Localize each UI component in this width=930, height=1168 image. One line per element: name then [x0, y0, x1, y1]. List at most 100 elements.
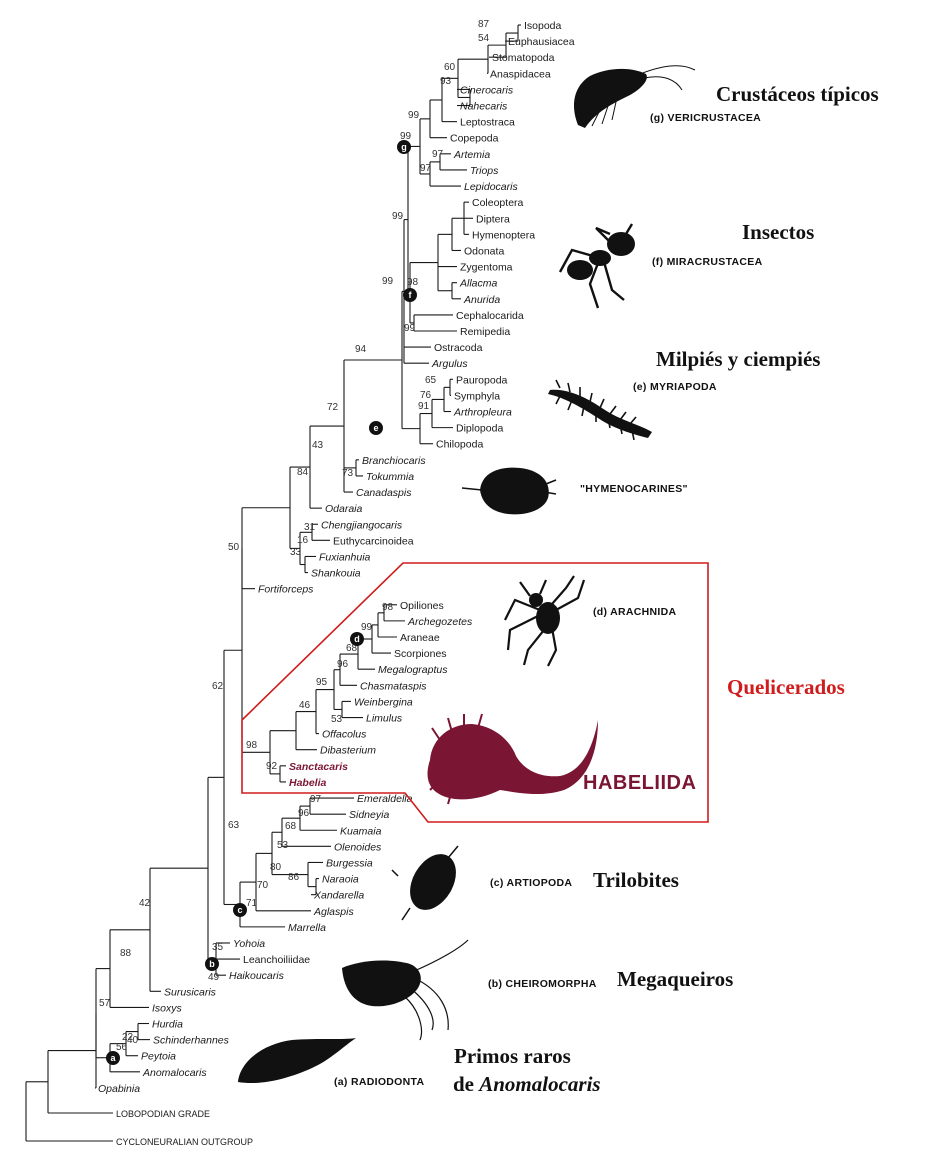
tip-label: Nahecaris [460, 101, 508, 113]
support-value: 92 [266, 761, 278, 772]
tip-label: Canadaspis [356, 487, 412, 499]
support-value: 63 [228, 820, 240, 831]
tip-label: Peytoia [141, 1051, 176, 1063]
support-value: 94 [355, 344, 367, 355]
group-label-arachnida: (d) ARACHNIDA [593, 606, 677, 618]
tree-branches [25, 24, 521, 1142]
hymenocarine-silhouette-icon [461, 467, 557, 515]
tip-label: Branchiocaris [362, 455, 426, 467]
tip-label: Kuamaia [340, 825, 382, 837]
tip-label: Pauropoda [456, 374, 508, 386]
node-marker-f [403, 288, 417, 302]
tip-label: Aglaspis [313, 906, 354, 918]
tip-label: Euthycarcinoidea [333, 535, 414, 547]
tip-label: Anurida [463, 294, 500, 306]
tip-label: Cinerocaris [460, 84, 514, 96]
support-value: 91 [418, 401, 430, 412]
tip-label: LOBOPODIAN GRADE [116, 1109, 210, 1119]
node-letter: d [354, 634, 360, 644]
habelia-silhouette-icon [427, 713, 598, 805]
tip-label: Fortiforceps [258, 584, 314, 596]
group-label-radiodonta: (a) RADIODONTA [334, 1076, 424, 1088]
radiodont-silhouette-icon [238, 1038, 356, 1084]
support-value: 99 [382, 276, 394, 287]
tip-label: Leptostraca [460, 117, 515, 129]
support-value: 93 [440, 76, 452, 87]
tip-label: Ostracoda [434, 342, 483, 354]
spanish-label-primos-raros: Primos raros [454, 1044, 571, 1068]
support-value: 68 [285, 821, 297, 832]
tip-label: Limulus [366, 713, 403, 725]
node-marker-d [350, 632, 364, 646]
support-value: 31 [304, 522, 316, 533]
support-value: 88 [120, 948, 132, 959]
support-value: 42 [139, 898, 151, 909]
tip-label: Cephalocarida [456, 310, 524, 322]
tip-labels: IsopodaEuphausiaceaStomatopodaAnaspidace… [98, 20, 575, 1147]
node-letter: f [409, 290, 413, 300]
tip-label: Hurdia [152, 1019, 183, 1031]
support-value: 53 [331, 714, 343, 725]
support-value: 96 [337, 659, 349, 670]
spanish-label-crustaceos: Crustáceos típicos [716, 82, 879, 106]
tip-label: Sanctacaris [289, 761, 348, 773]
tip-label: Allacma [459, 278, 498, 290]
tip-label: Coleoptera [472, 197, 524, 209]
tip-label: Emeraldella [357, 793, 413, 805]
support-value: 70 [257, 880, 269, 891]
support-value: 95 [316, 677, 328, 688]
tip-label: Artemia [453, 149, 490, 161]
group-label-miracrustacea: (f) MIRACRUSTACEA [652, 256, 763, 268]
support-value: 98 [246, 740, 258, 751]
tip-label: Haikoucaris [229, 970, 285, 982]
tip-label: Remipedia [460, 326, 510, 338]
node-letter: c [237, 905, 242, 915]
spanish-label-milpies: Milpiés y ciempiés [656, 347, 820, 371]
support-value: 49 [208, 972, 220, 983]
tip-label: Chasmataspis [360, 680, 427, 692]
support-value: 56 [116, 1042, 128, 1053]
support-value: 40 [127, 1035, 139, 1046]
support-value: 68 [346, 643, 358, 654]
node-letter: g [401, 142, 407, 152]
support-value: 87 [478, 19, 490, 30]
megacheiran-silhouette-icon [342, 939, 469, 1041]
tip-label: Diplopoda [456, 423, 503, 435]
tip-label: Weinbergina [354, 696, 413, 708]
tip-label: Marrella [288, 922, 326, 934]
group-label-vericrustacea: (g) VERICRUSTACEA [650, 112, 761, 124]
tip-label: Euphausiacea [508, 36, 575, 48]
group-label-artiopoda: (c) ARTIOPODA [490, 877, 572, 889]
tip-label: Lepidocaris [464, 181, 518, 193]
tip-label: Hymenoptera [472, 229, 535, 241]
group-label-myriapoda: (e) MYRIAPODA [633, 381, 717, 393]
tip-label: Isopoda [524, 20, 562, 32]
support-value: 80 [270, 862, 282, 873]
tip-label: Surusicaris [164, 986, 217, 998]
support-value: 96 [298, 808, 310, 819]
artiopod-silhouette-icon [391, 845, 459, 921]
ant-silhouette-icon [558, 223, 635, 309]
support-value: 16 [297, 535, 309, 546]
support-values: 8754936099999797999899999465769172437384… [99, 19, 490, 1053]
tip-label: Isoxys [152, 1002, 183, 1014]
tip-label: Schinderhannes [153, 1035, 230, 1047]
support-value: 33 [290, 547, 302, 558]
shrimp-silhouette-icon [574, 65, 696, 128]
tip-label: Olenoides [334, 841, 382, 853]
support-value: 76 [420, 390, 432, 401]
tip-label: Triops [470, 165, 499, 177]
tip-label: Chilopoda [436, 439, 483, 451]
support-value: 53 [277, 840, 289, 851]
tip-label: Archegozetes [407, 616, 473, 628]
support-value: 57 [99, 998, 111, 1009]
support-value: 35 [212, 942, 224, 953]
support-value: 98 [407, 277, 419, 288]
tip-label: Araneae [400, 632, 440, 644]
tip-label: Fuxianhuia [319, 551, 371, 563]
tip-label: Symphyla [454, 390, 500, 402]
support-value: 46 [299, 700, 311, 711]
support-value: 99 [400, 131, 412, 142]
tip-label: Stomatopoda [492, 52, 555, 64]
